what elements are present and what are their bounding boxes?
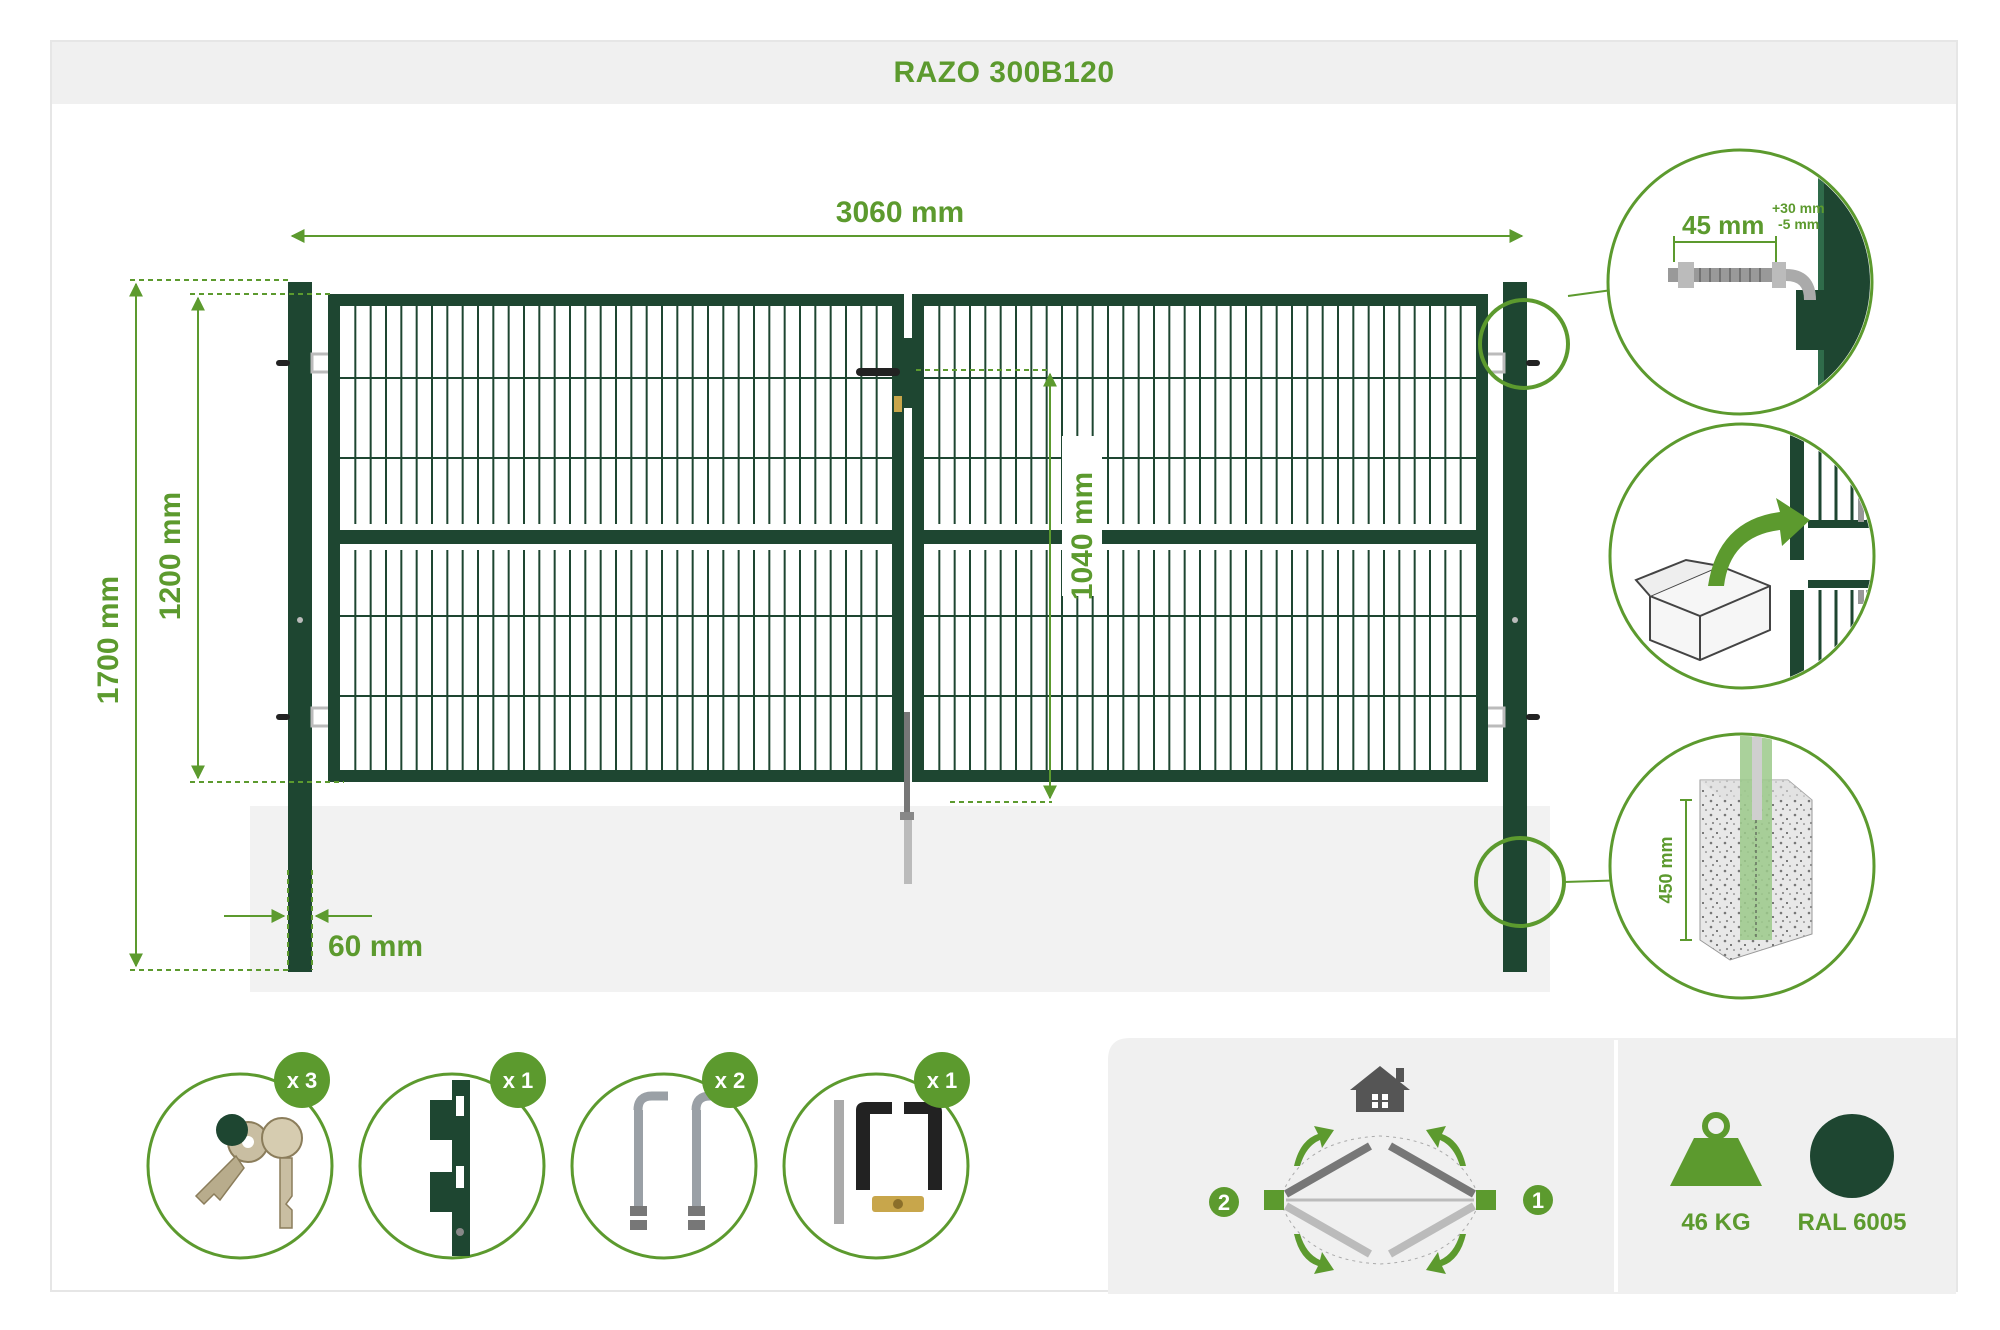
ground-area <box>250 806 1550 992</box>
accessory-hinge-bolts: x 2 <box>570 1052 758 1260</box>
leaf-1-number: 1 <box>1532 1188 1544 1213</box>
foundation-depth-label: 450 mm <box>1656 836 1676 903</box>
hinge-tolerance-minus: -5 mm <box>1778 216 1819 232</box>
hinge-bolts-quantity-badge: x 2 <box>715 1068 746 1093</box>
opening-direction-diagram: 2 1 <box>1209 1066 1553 1274</box>
post-width-label: 60 mm <box>328 930 423 963</box>
drop-bolt <box>900 712 914 884</box>
left-hinges <box>276 352 332 728</box>
lock-strip-quantity-badge: x 1 <box>503 1068 534 1093</box>
foundation-detail: 450 mm <box>1608 732 1876 1000</box>
title-bar: RAZO 300B120 <box>52 42 1956 104</box>
panel-height-label: 1200 mm <box>154 492 187 620</box>
color-label: RAL 6005 <box>1798 1209 1907 1236</box>
page-title: RAZO 300B120 <box>893 56 1115 89</box>
weight-label: 46 KG <box>1681 1209 1750 1236</box>
hinge-detail: 45 mm +30 mm -5 mm <box>1606 148 1874 416</box>
accessory-keys: x 3 <box>146 1052 334 1260</box>
color-swatch <box>1810 1114 1894 1198</box>
total-width-label: 3060 mm <box>836 196 964 229</box>
left-post <box>288 282 312 972</box>
lock-strip-icon <box>430 1080 470 1256</box>
leaf-1-badge <box>1523 1185 1553 1215</box>
leaf-2-badge <box>1209 1187 1239 1217</box>
right-gate-leaf <box>912 294 1488 782</box>
hinge-callout-marker <box>1478 298 1570 390</box>
arrow-icon <box>1708 498 1810 586</box>
handle-set-quantity-badge: x 1 <box>927 1068 958 1093</box>
keys-quantity-badge: x 3 <box>287 1068 318 1093</box>
hinge-tolerance-plus: +30 mm <box>1772 200 1825 216</box>
gate-lock <box>856 338 916 412</box>
handle-set-icon <box>834 1100 942 1224</box>
accessory-lock-strip: x 1 <box>358 1052 546 1260</box>
post-height-label: 1700 mm <box>92 576 125 704</box>
leaf-2-number: 2 <box>1218 1190 1230 1215</box>
right-post <box>1503 282 1527 972</box>
reference-lines <box>130 279 1052 971</box>
weight-spec: 46 KG <box>1670 1112 1762 1236</box>
accessory-handle-set: x 1 <box>782 1052 970 1260</box>
color-spec: RAL 6005 <box>1798 1114 1907 1236</box>
keys-icon <box>194 1114 303 1229</box>
assembly-detail <box>1608 422 1876 690</box>
house-icon <box>1350 1066 1410 1112</box>
handle-height-label: 1040 mm <box>1066 472 1099 600</box>
hinge-length-label: 45 mm <box>1682 210 1764 240</box>
left-gate-leaf <box>328 294 904 782</box>
weight-icon <box>1670 1112 1762 1186</box>
